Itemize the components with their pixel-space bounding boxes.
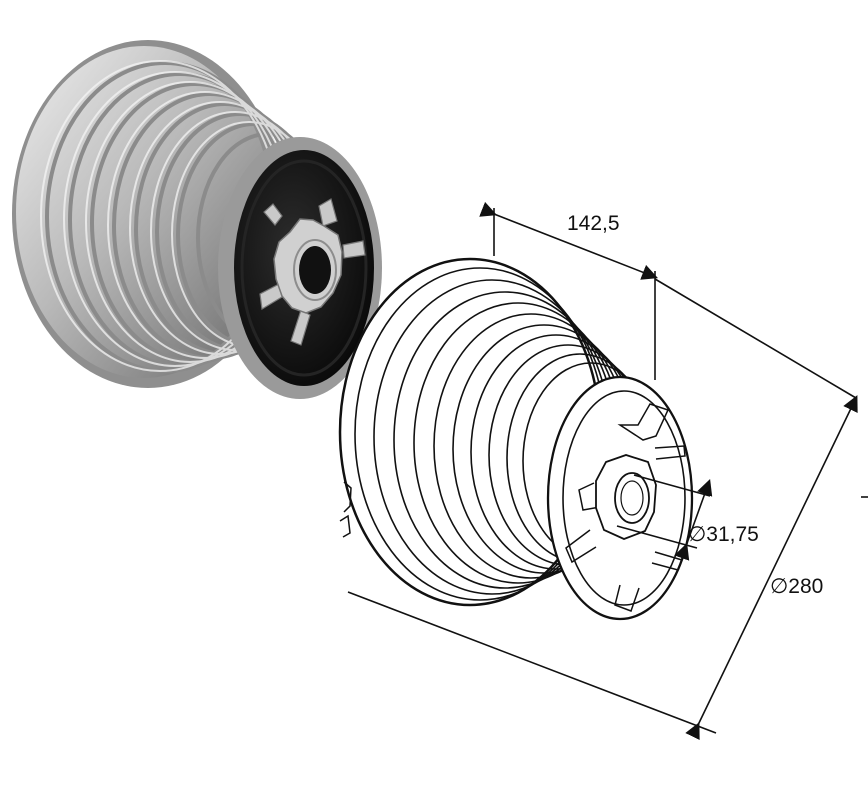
line-hub	[595, 454, 657, 540]
bore-diameter-label: ∅31,75	[688, 523, 759, 546]
length-dimension-label: 142,5	[567, 212, 620, 235]
dimension-lines	[347, 201, 868, 741]
line-drawing	[338, 257, 694, 621]
line-bore	[614, 472, 650, 524]
outer-diameter-label: ∅280	[770, 575, 823, 598]
line-spokes	[565, 403, 686, 612]
photo-bore	[299, 246, 331, 294]
photo-spokes	[259, 198, 366, 346]
photo-render	[12, 40, 382, 399]
